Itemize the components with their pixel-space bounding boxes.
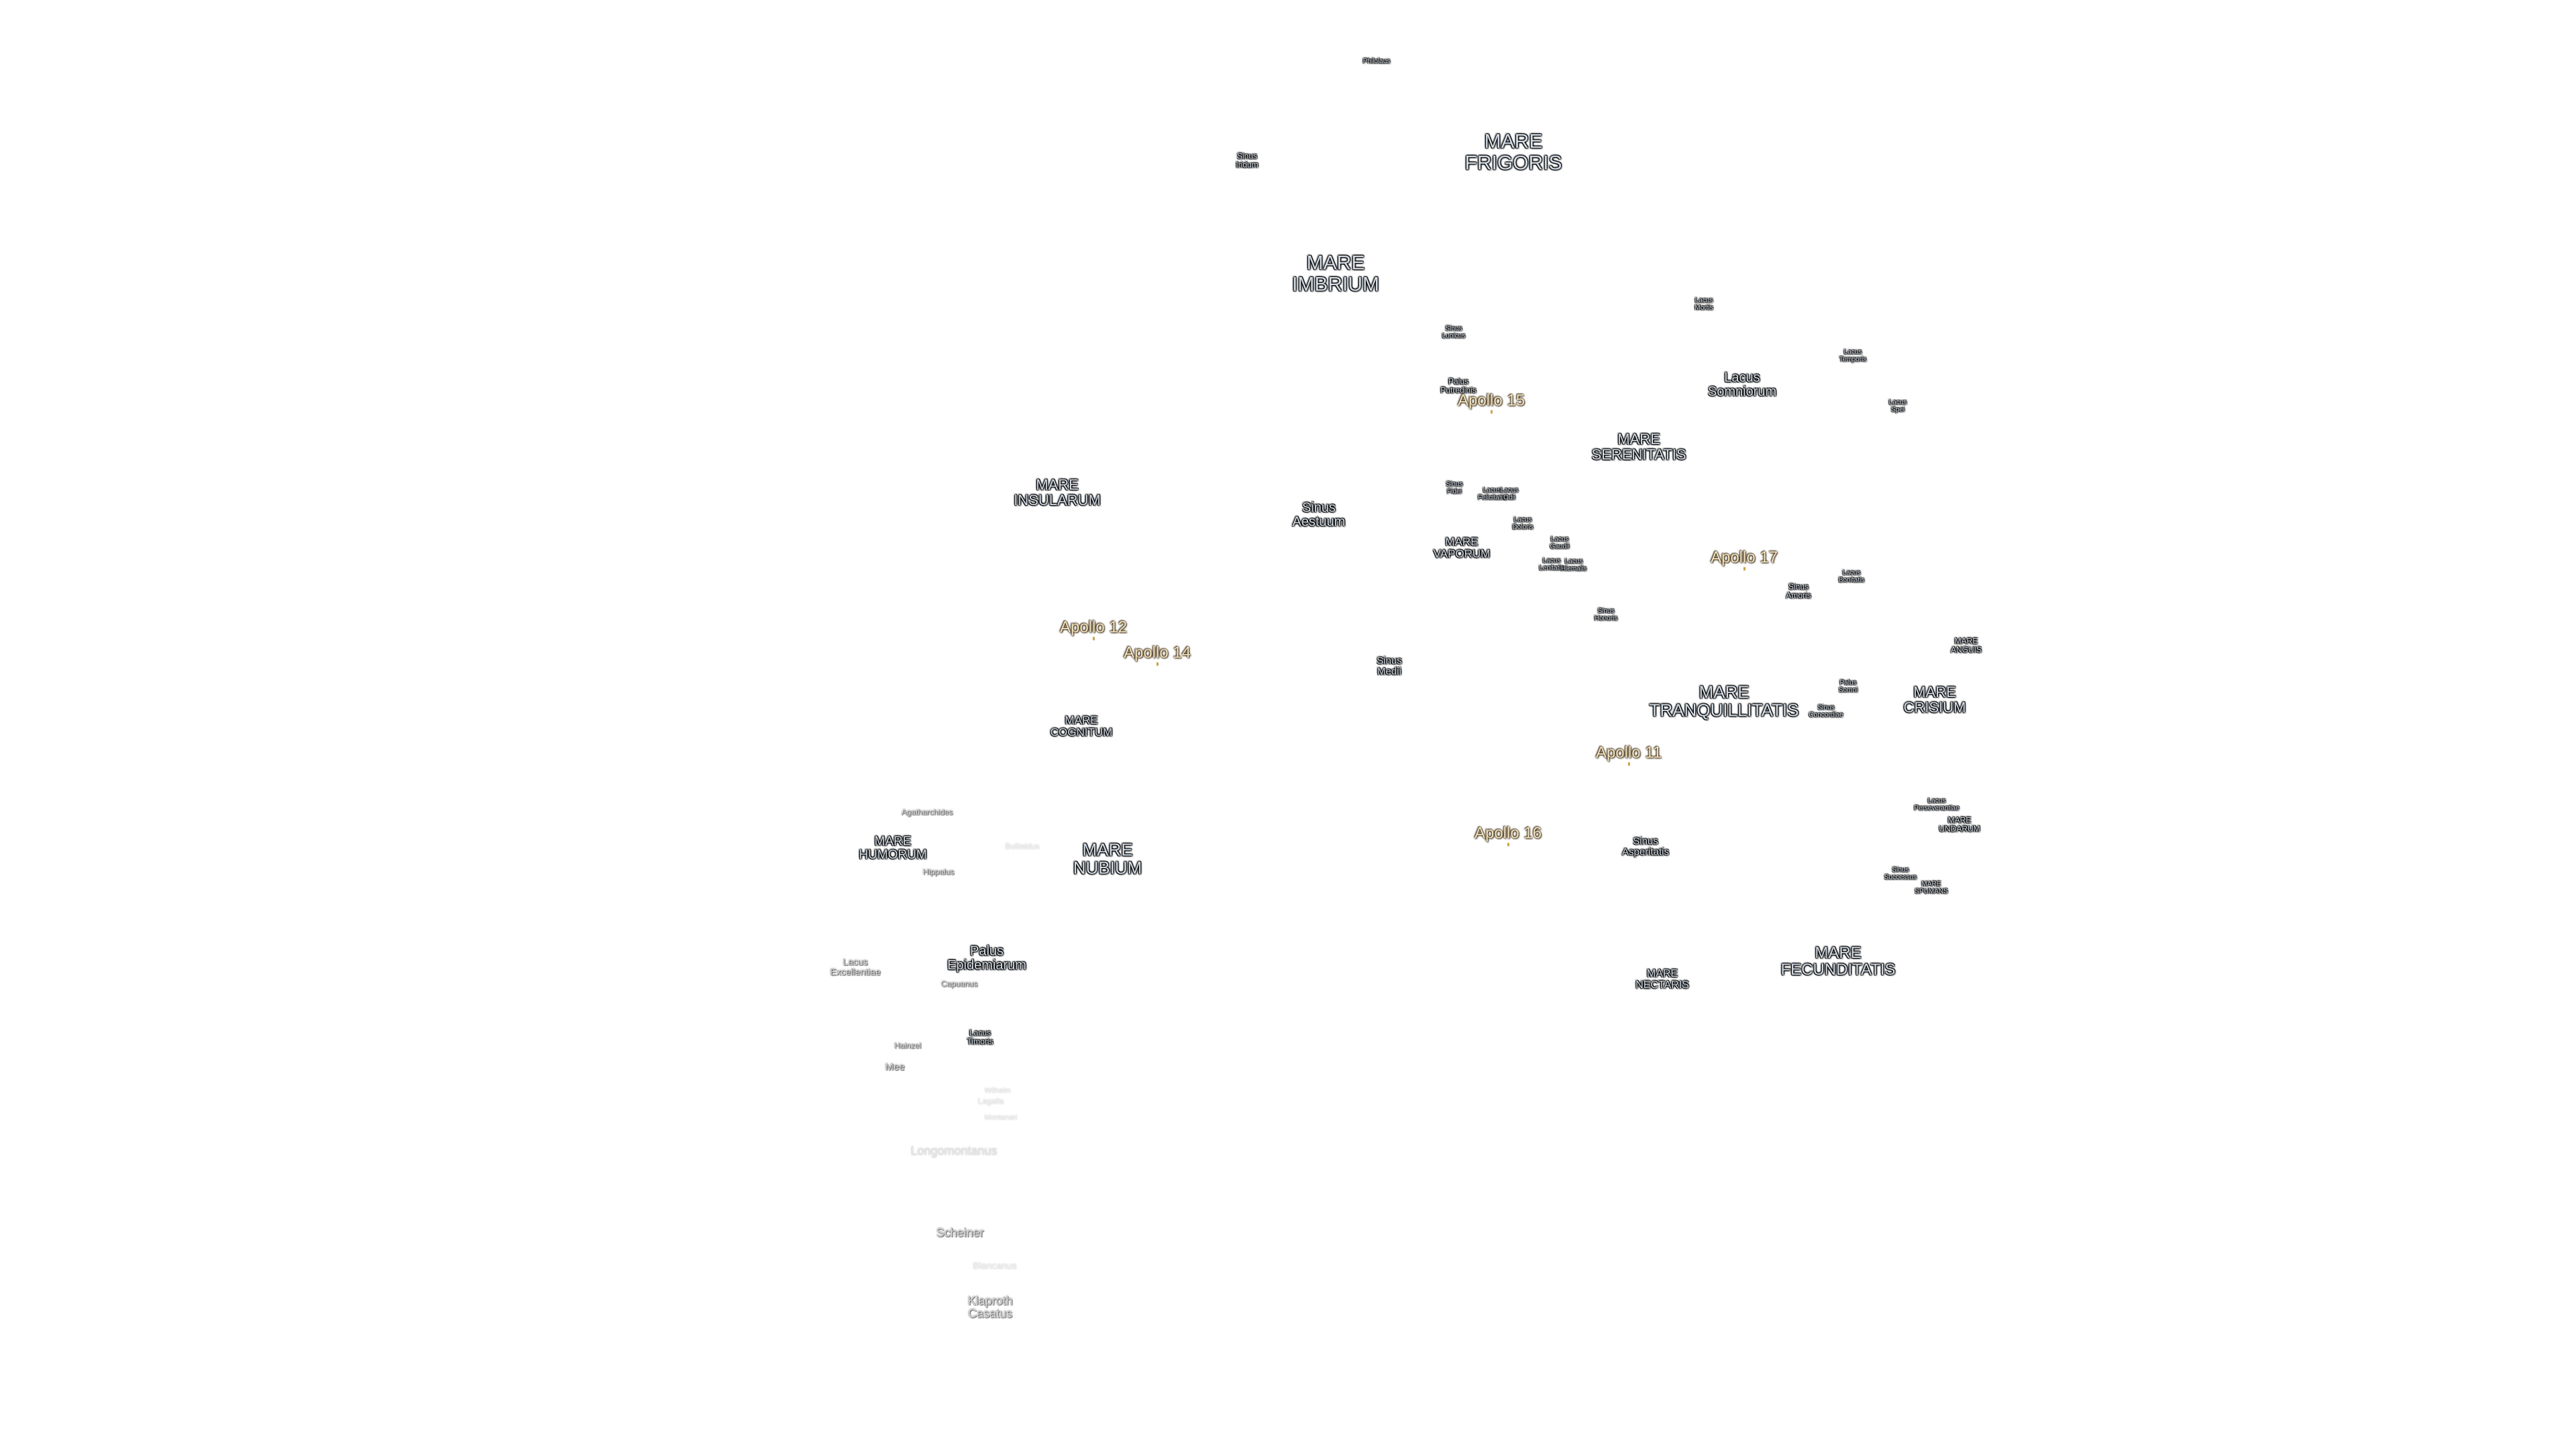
- label-sinus-iridum[interactable]: Sinus Iridum: [1236, 151, 1258, 169]
- label-agatharchides[interactable]: Agatharchides: [901, 807, 953, 817]
- label-palus-somni[interactable]: Palus Somni: [1838, 679, 1858, 694]
- label-sinus-lunicus[interactable]: Sinus Lunicus: [1442, 325, 1466, 339]
- label-wilhelm[interactable]: Wilhelm: [984, 1087, 1011, 1095]
- label-lacus-spei[interactable]: Lacus Spei: [1888, 398, 1907, 413]
- label-mare-tranquillitatis[interactable]: MARE TRANQUILLITATIS: [1649, 682, 1799, 720]
- apollo-17-marker[interactable]: Apollo 17: [1710, 548, 1778, 571]
- label-palus-epidemiarum[interactable]: Palus Epidemiarum: [947, 944, 1026, 973]
- label-lacus-lenitatis[interactable]: Lacus Lenitatis: [1539, 557, 1564, 572]
- label-lagalla[interactable]: Lagalla: [977, 1096, 1004, 1106]
- label-sinus-asperitatis[interactable]: Sinus Asperitatis: [1621, 835, 1670, 857]
- label-lacus-somniorum[interactable]: Lacus Somniorum: [1707, 370, 1777, 399]
- apollo-15-marker[interactable]: Apollo 15: [1457, 391, 1525, 414]
- label-palus-putredinis[interactable]: Palus Putredinis: [1440, 376, 1477, 394]
- label-sinus-concordiae[interactable]: Sinus Concordiae: [1809, 704, 1843, 718]
- label-mare-insularum[interactable]: MARE INSULARUM: [1014, 476, 1101, 508]
- label-lacus-gaudii[interactable]: Lacus Gaudii: [1550, 535, 1570, 550]
- label-mare-vaporum[interactable]: MARE VAPORUM: [1433, 535, 1491, 560]
- label-mare-fecunditatis[interactable]: MARE FECUNDITATIS: [1780, 943, 1896, 979]
- label-lacus-hiemalis[interactable]: Lacus Hiemalis: [1560, 557, 1587, 572]
- label-philolaus[interactable]: Philolaus: [1362, 57, 1391, 65]
- label-lacus-doloris[interactable]: Lacus Doloris: [1512, 516, 1534, 531]
- label-sinus-fidei[interactable]: Sinus Fidei: [1446, 480, 1463, 495]
- label-sinus-amoris[interactable]: Sinus Amoris: [1786, 582, 1811, 600]
- label-lacus-temporis[interactable]: Lacus Temporis: [1839, 348, 1867, 363]
- label-mare-spumans[interactable]: MARE SPUMANS: [1915, 880, 1948, 895]
- label-lacus-odii[interactable]: Lacus Odii: [1500, 486, 1519, 501]
- label-mare-humorum[interactable]: MARE HUMORUM: [859, 835, 927, 862]
- apollo-16-marker[interactable]: Apollo 16: [1474, 824, 1542, 847]
- label-lacus-excellentiae[interactable]: Lacus Excellentiae: [830, 956, 881, 977]
- label-mare-imbrium[interactable]: MARE IMBRIUM: [1292, 252, 1379, 295]
- label-lacus-perseverantiae[interactable]: Lacus Perseverantiae: [1914, 797, 1960, 812]
- label-lacus-timoris[interactable]: Lacus Timoris: [967, 1028, 994, 1046]
- label-longomontanus[interactable]: Longomontanus: [910, 1144, 998, 1158]
- label-hainzel[interactable]: Hainzel: [894, 1040, 922, 1051]
- label-lacus-mortis[interactable]: Lacus Mortis: [1695, 297, 1713, 311]
- label-lacus-felicitatis[interactable]: Lacus Felicitatis: [1478, 486, 1506, 501]
- label-mare-nectaris[interactable]: MARE NECTARIS: [1635, 968, 1689, 991]
- label-klaproth-casatus[interactable]: Klaproth Casatus: [967, 1294, 1013, 1320]
- label-sinus-medii[interactable]: Sinus Medii: [1377, 655, 1402, 677]
- label-lacus-bonitatis[interactable]: Lacus Bonitatis: [1838, 569, 1865, 584]
- label-mare-nubium[interactable]: MARE NUBIUM: [1073, 839, 1142, 878]
- label-bullialdus[interactable]: Bullialdus: [1005, 841, 1040, 851]
- apollo-14-marker[interactable]: Apollo 14: [1123, 643, 1191, 666]
- label-hippalus[interactable]: Hippalus: [922, 867, 955, 877]
- label-montanari[interactable]: Montanari: [984, 1114, 1018, 1122]
- label-mare-serenitatis[interactable]: MARE SERENITATIS: [1591, 430, 1686, 463]
- label-mare-undarum[interactable]: MARE UNDARUM: [1939, 815, 1980, 833]
- label-mare-anguis[interactable]: MARE ANGUIS: [1950, 636, 1982, 654]
- label-mare-crisium[interactable]: MARE CRISIUM: [1903, 683, 1966, 716]
- apollo-11-marker[interactable]: Apollo 11: [1595, 743, 1662, 766]
- label-sinus-honoris[interactable]: Sinus Honoris: [1594, 607, 1618, 622]
- label-mee[interactable]: Mee: [885, 1061, 905, 1073]
- label-capuanus[interactable]: Capuanus: [941, 979, 978, 989]
- label-mare-cognitum[interactable]: MARE COGNITUM: [1050, 714, 1113, 739]
- label-scheiner[interactable]: Scheiner: [936, 1226, 984, 1240]
- label-sinus-successus[interactable]: Sinus Successus: [1884, 866, 1917, 881]
- label-mare-frigoris[interactable]: MARE FRIGORIS: [1464, 130, 1562, 174]
- label-sinus-aestuum[interactable]: Sinus Aestuum: [1292, 500, 1346, 529]
- label-blancanus[interactable]: Blancanus: [973, 1260, 1017, 1271]
- apollo-12-marker[interactable]: Apollo 12: [1059, 618, 1128, 641]
